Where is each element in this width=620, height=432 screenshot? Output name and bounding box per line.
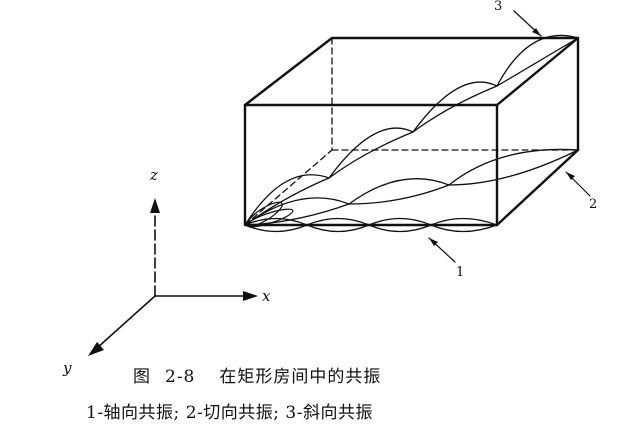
source-corner-loops — [246, 201, 294, 228]
tangential-callout-number: 2 — [589, 197, 597, 212]
coordinate-axes — [96, 211, 249, 349]
callout-arrowheads — [429, 28, 575, 246]
z-axis-label: z — [149, 166, 158, 184]
figure-label: 图 — [133, 367, 151, 387]
oblique-callout-number: 3 — [494, 0, 502, 14]
figure-title: 在矩形房间中的共振 — [219, 367, 382, 387]
oblique-mode-waves — [244, 34, 579, 226]
figure-legend: 1-轴向共振; 2-切向共振; 3-斜向共振 — [86, 403, 373, 423]
tangential-mode-waves — [244, 148, 579, 226]
y-axis-label: y — [62, 359, 72, 377]
axial-callout-number: 1 — [456, 265, 464, 280]
x-axis-label: x — [262, 287, 271, 305]
figure-caption: 图 2-8 在矩形房间中的共振 — [133, 362, 381, 387]
figure-number: 2-8 — [165, 367, 196, 387]
axis-arrowheads — [88, 198, 258, 356]
